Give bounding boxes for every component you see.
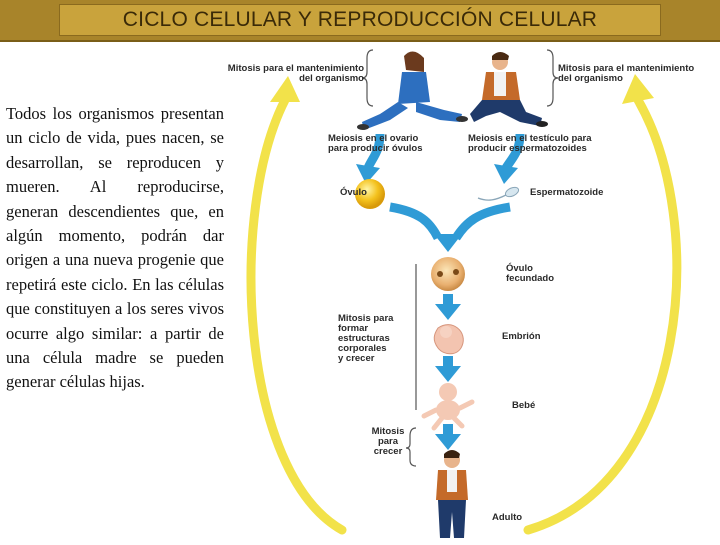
label-meiosis-testiculo-line2: producir espermatozoides [468, 143, 587, 154]
label-mitosis-formar: Mitosis para formar estructuras corporal… [338, 314, 412, 364]
arrow-to-ovulo [356, 133, 385, 184]
label-mitosis-left: Mitosis para el mantenimiento del organi… [202, 64, 364, 84]
label-mitosis-formar-line2: formar [338, 323, 369, 334]
page-title: CICLO CELULAR Y REPRODUCCIÓN CELULAR [122, 8, 598, 31]
arrow-to-esperma [494, 133, 525, 184]
label-mitosis-right: Mitosis para el mantenimiento del organi… [558, 64, 718, 84]
cycle-arrow-left [246, 76, 347, 535]
sperm-cell [477, 186, 520, 201]
life-cycle-diagram: Mitosis para el mantenimiento del organi… [228, 42, 720, 540]
life-cycle-illustration [246, 49, 682, 538]
label-mitosis-right-line2: del organismo [558, 73, 623, 84]
couple-illustration [357, 51, 548, 130]
ovulo-cell [355, 179, 385, 209]
cycle-arrow-right [523, 74, 682, 535]
label-meiosis-ovario: Meiosis en el ovario para producir óvulo… [328, 134, 448, 154]
label-embrion: Embrión [502, 331, 541, 342]
label-mitosis-crecer-line1: Mitosis [371, 426, 405, 437]
arrow-merge-right [434, 202, 511, 252]
adult-man [436, 450, 468, 538]
label-mitosis-left-line1: Mitosis para el mantenimiento [227, 63, 364, 74]
brace-top-right [546, 49, 559, 107]
label-ovulo-fecundado: Óvulo fecundado [506, 264, 554, 284]
label-mitosis-left-line2: del organismo [299, 73, 364, 84]
fertilized-egg [431, 257, 465, 291]
arrow-to-bebe [435, 356, 461, 382]
label-bebe: Bebé [512, 400, 536, 411]
label-mitosis-crecer-line2: para [377, 436, 399, 447]
title-bar: CICLO CELULAR Y REPRODUCCIÓN CELULAR [0, 0, 720, 42]
label-mitosis-formar-line5: y crecer [338, 353, 375, 364]
label-adulto: Adulto [492, 512, 523, 523]
label-mitosis-formar-line3: estructuras [338, 333, 390, 344]
label-meiosis-ovario-line2: para producir óvulos [328, 143, 423, 154]
label-ovulo: Óvulo [340, 187, 367, 198]
embryo [433, 324, 464, 355]
arrow-to-embrion [435, 294, 461, 320]
label-meiosis-ovario-line1: Meiosis en el ovario [328, 133, 419, 144]
label-meiosis-testiculo: Meiosis en el testículo para producir es… [468, 134, 628, 154]
label-ovulo-fecundado-line1: Óvulo [506, 263, 533, 274]
label-mitosis-formar-line4: corporales [338, 343, 387, 354]
label-mitosis-crecer: Mitosis para crecer [368, 427, 408, 457]
arrow-to-adulto [435, 424, 461, 450]
label-meiosis-testiculo-line1: Meiosis en el testículo para [468, 133, 592, 144]
title-panel: CICLO CELULAR Y REPRODUCCIÓN CELULAR [59, 4, 661, 36]
label-espermatozoide: Espermatozoide [530, 187, 604, 198]
label-mitosis-right-line1: Mitosis para el mantenimiento [558, 63, 695, 74]
label-mitosis-crecer-line3: crecer [373, 446, 403, 457]
brace-mitosis-crecer [405, 427, 417, 467]
description-paragraph: Todos los organismos presentan un ciclo … [6, 104, 224, 392]
arrow-merge-left [389, 202, 443, 241]
label-ovulo-fecundado-line2: fecundado [506, 273, 555, 284]
label-mitosis-formar-line1: Mitosis para [338, 313, 394, 324]
brace-top-left [361, 49, 374, 107]
baby [421, 383, 475, 431]
